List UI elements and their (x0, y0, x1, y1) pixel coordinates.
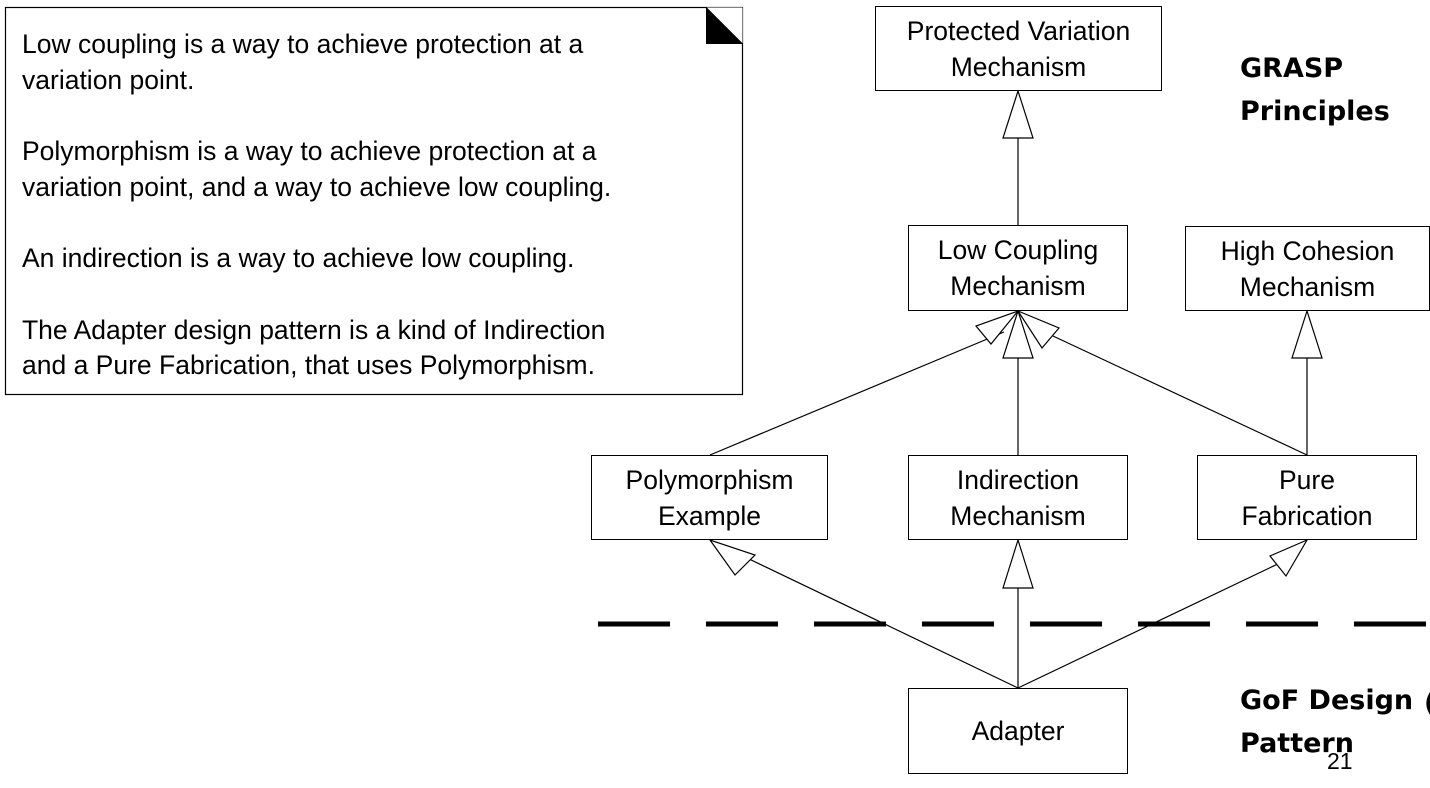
clipped-glyph: ( (1424, 688, 1430, 719)
arrowhead-low-coupling-center (1002, 309, 1034, 359)
arrowhead-high-cohesion (1291, 309, 1323, 359)
polymorphism-box: Polymorphism Example (591, 455, 828, 540)
note-paragraph: An indirection is a way to achieve low c… (22, 243, 575, 273)
note-paragraph: Polymorphism is a way to achieve protect… (22, 136, 612, 202)
high-cohesion-box: High Cohesion Mechanism (1185, 226, 1430, 311)
note-text: Low coupling is a way to achieve protect… (22, 27, 722, 420)
arrowhead-low-coupling-right (1016, 309, 1060, 350)
note-shape (4, 6, 744, 396)
note-paragraph: The Adapter design pattern is a kind of … (22, 314, 606, 381)
edge-adapter-to-pure-fabrication (1017, 561, 1283, 689)
page-number: 21 (1327, 748, 1353, 774)
indirection-box: Indirection Mechanism (908, 455, 1128, 540)
note: Low coupling is a way to achieve protect… (5, 7, 742, 394)
edge-adapter-to-polymorphism (746, 557, 1019, 689)
gof-design-pattern-label: GoF Design Pattern (1240, 685, 1414, 759)
protected-variation-box: Protected Variation Mechanism (875, 6, 1162, 91)
pure-fabrication-box: Pure Fabrication (1197, 455, 1417, 540)
note-paragraph: Low coupling is a way to achieve protect… (22, 29, 584, 95)
low-coupling-box: Low Coupling Mechanism (908, 225, 1128, 311)
grasp-principles-label: GRASP Principles (1240, 53, 1390, 127)
edge-polymorphism-to-low-coupling (709, 331, 1005, 456)
arrowhead-pure-fabrication (1269, 538, 1309, 578)
adapter-box: Adapter (908, 688, 1128, 774)
arrowhead-low-coupling-left (974, 309, 1020, 345)
arrowhead-polymorphism (708, 538, 757, 576)
edge-pure-fabrication-to-low-coupling (1052, 335, 1308, 456)
arrowhead-indirection (1002, 537, 1034, 589)
arrowhead-protected-variation (1002, 89, 1034, 139)
